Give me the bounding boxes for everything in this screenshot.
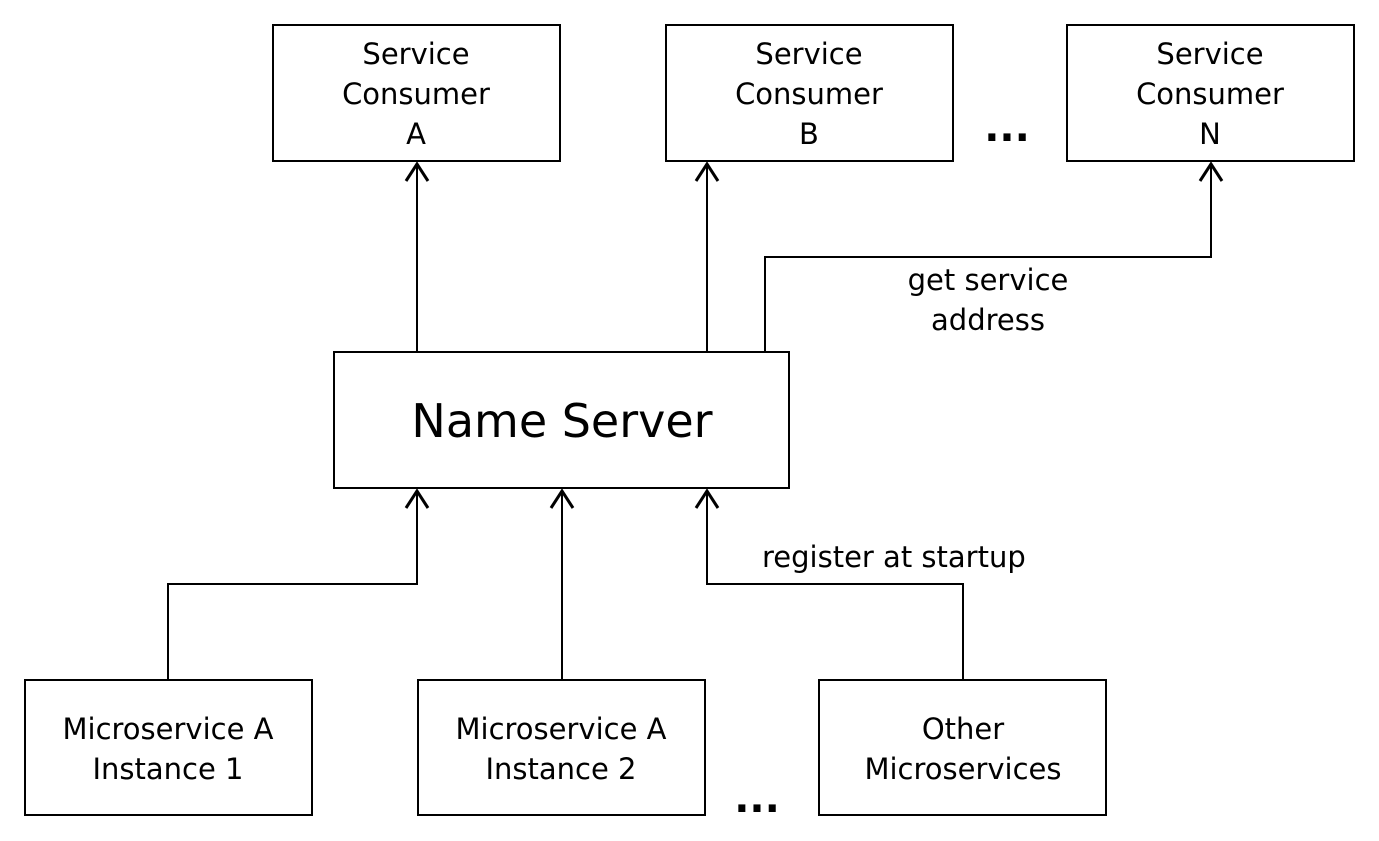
other-microservices-line-1: Other [922, 712, 1004, 746]
consumer-b-line-3: B [799, 117, 819, 151]
consumer-b-line-1: Service [755, 37, 862, 71]
consumer-a-node: Service Consumer A [272, 24, 561, 162]
arrowhead-nameserver-3 [694, 488, 720, 509]
microservice-a-instance-1-line-2: Instance 1 [92, 752, 243, 786]
microservice-a-instance-1-node: Microservice A Instance 1 [24, 679, 313, 816]
consumer-a-line-2: Consumer [342, 77, 490, 111]
consumer-b-line-2: Consumer [735, 77, 883, 111]
name-server-label: Name Server [411, 394, 712, 448]
register-at-startup-label: register at startup [762, 540, 1026, 574]
consumer-a-line-1: Service [362, 37, 469, 71]
consumer-n-line-3: N [1199, 117, 1221, 151]
microservice-a-instance-2-node: Microservice A Instance 2 [417, 679, 706, 816]
arrowhead-consumer-b [694, 161, 720, 182]
microservice-a-instance-2-line-2: Instance 2 [485, 752, 636, 786]
consumer-n-line-2: Consumer [1136, 77, 1284, 111]
arrowhead-consumer-n [1198, 161, 1224, 182]
arrowhead-nameserver-1 [404, 488, 430, 509]
name-server-node: Name Server [333, 351, 790, 489]
consumer-n-node: Service Consumer N [1066, 24, 1355, 162]
get-service-address-label-line-2: address [931, 303, 1045, 337]
arrowhead-consumer-a [404, 161, 430, 182]
microservice-ellipsis: ... [734, 776, 780, 822]
connector-nameserver-to-consumer-n [764, 164, 1212, 352]
get-service-address-label-line-1: get service [908, 263, 1069, 297]
connector-other-to-nameserver [706, 491, 964, 680]
other-microservices-node: Other Microservices [818, 679, 1107, 816]
other-microservices-line-2: Microservices [864, 752, 1061, 786]
consumer-n-line-1: Service [1156, 37, 1263, 71]
microservice-a-instance-1-line-1: Microservice A [63, 712, 274, 746]
consumer-a-line-3: A [406, 117, 426, 151]
consumer-ellipsis: ... [984, 105, 1030, 151]
connector-instance1-to-nameserver [167, 491, 418, 680]
microservice-a-instance-2-line-1: Microservice A [456, 712, 667, 746]
consumer-b-node: Service Consumer B [665, 24, 954, 162]
arrowhead-nameserver-2 [549, 488, 575, 509]
